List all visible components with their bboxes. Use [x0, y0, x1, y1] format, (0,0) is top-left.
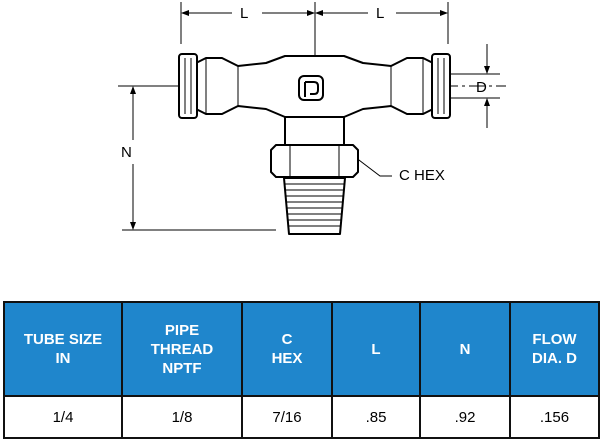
header-line: N — [459, 340, 471, 358]
header-n: N — [419, 301, 511, 397]
c-hex-leader — [350, 153, 392, 177]
pipe-thread — [285, 183, 344, 227]
l-dimension-lines — [180, 2, 449, 72]
table-row: 1/4 1/8 7/16 .85 .92 .156 — [3, 395, 600, 439]
cell-l: .85 — [331, 395, 421, 439]
header-pipe-thread: PIPE THREAD NPTF — [121, 301, 243, 397]
header-flow-dia: FLOW DIA. D — [509, 301, 600, 397]
c-hex-label: C HEX — [399, 167, 445, 184]
cell-c-hex: 7/16 — [241, 395, 333, 439]
cell-pipe-thread: 1/8 — [121, 395, 243, 439]
table-header-row: TUBE SIZE IN PIPE THREAD NPTF C HEX L N … — [3, 301, 600, 397]
d-dimension-label: D — [476, 79, 487, 96]
l-dimension-label-right: L — [376, 5, 385, 22]
fitting-drawing — [118, 2, 506, 235]
header-line: C — [281, 331, 293, 348]
header-line: L — [371, 340, 381, 358]
cell-tube-size: 1/4 — [3, 395, 123, 439]
header-line: TUBE SIZE — [23, 331, 103, 348]
n-dimension-label: N — [121, 144, 132, 161]
header-c-hex: C HEX — [241, 301, 333, 397]
header-line: PIPE — [164, 321, 200, 339]
header-tube-size: TUBE SIZE IN — [3, 301, 123, 397]
header-line: THREAD — [150, 340, 214, 358]
tee-fitting — [178, 53, 451, 235]
l-dimension-label-left: L — [240, 5, 249, 22]
cell-n: .92 — [419, 395, 511, 439]
header-line: DIA. D — [532, 350, 577, 367]
header-line: HEX — [271, 350, 303, 367]
header-line: FLOW — [532, 331, 577, 348]
header-line: NPTF — [162, 359, 202, 377]
spec-table: TUBE SIZE IN PIPE THREAD NPTF C HEX L N … — [3, 301, 600, 439]
brand-logo-mark — [298, 75, 324, 101]
n-dimension-lines — [122, 85, 276, 231]
cell-flow-dia: .156 — [509, 395, 600, 439]
d-dimension-lines — [448, 44, 500, 128]
header-l: L — [331, 301, 421, 397]
header-line: IN — [55, 350, 71, 367]
